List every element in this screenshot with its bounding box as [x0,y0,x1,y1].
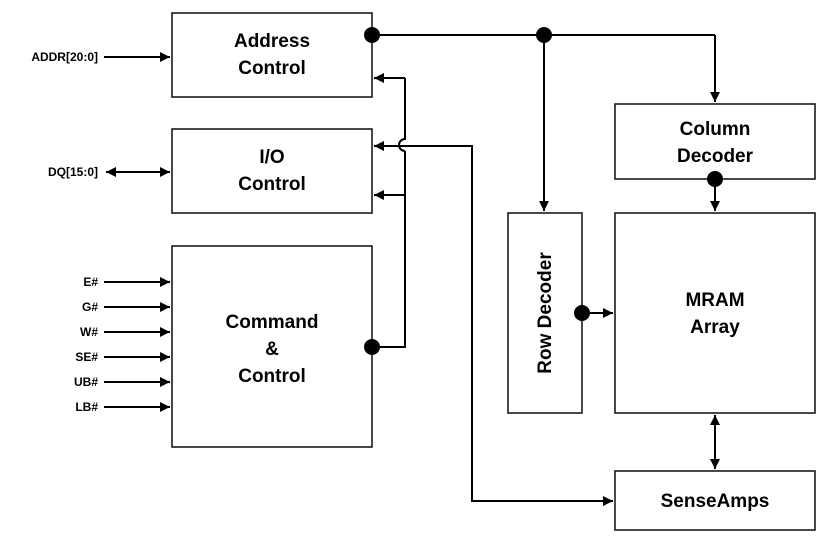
mram-array-line2: Array [690,317,740,338]
row-decoder-label: Row Decoder [535,252,556,374]
mram-array-line1: MRAM [685,290,744,311]
pin-label-g: G# [82,300,98,314]
io-to-senseamps-arrow [374,141,613,506]
column-decoder-line1: Column [680,119,751,140]
command-control-line1: Command [226,312,319,333]
io-control-line1: I/O [259,147,284,168]
address-bus [364,27,720,211]
command-control-line3: Control [238,366,306,387]
address-control-block: Address Control [171,12,373,98]
command-bus-crossover [398,78,406,152]
address-split-junction [536,27,552,43]
address-out-junction [364,27,380,43]
io-control-block: I/O Control [171,128,373,214]
command-control-block: Command & Control [171,245,373,448]
pin-label-w: W# [80,325,98,339]
sense-amps-block: SenseAmps [614,470,816,531]
addr-pin-label: ADDR[20:0] [31,50,98,64]
column-decoder-block: Column Decoder [614,103,816,180]
pin-label-se: SE# [75,350,98,364]
address-control-line1: Address [234,31,310,52]
data-path [374,141,613,506]
sense-amps-label: SenseAmps [661,491,770,512]
control-pin-arrows [104,277,170,412]
mram-array-block: MRAM Array [614,212,816,414]
dq-pin-label: DQ[15:0] [48,165,98,179]
io-control-line2: Control [238,174,306,195]
pin-label-e: E# [83,275,98,289]
command-bus-vertical [372,151,406,348]
pin-label-lb: LB# [75,400,98,414]
pin-label-ub: UB# [74,375,98,389]
control-pin-labels: E# G# W# SE# UB# LB# [74,275,98,414]
array-connections [574,171,723,469]
row-decoder-block: Row Decoder [507,212,583,414]
address-control-line2: Control [238,58,306,79]
command-control-line2: & [265,339,279,360]
column-decoder-line2: Decoder [677,146,754,167]
